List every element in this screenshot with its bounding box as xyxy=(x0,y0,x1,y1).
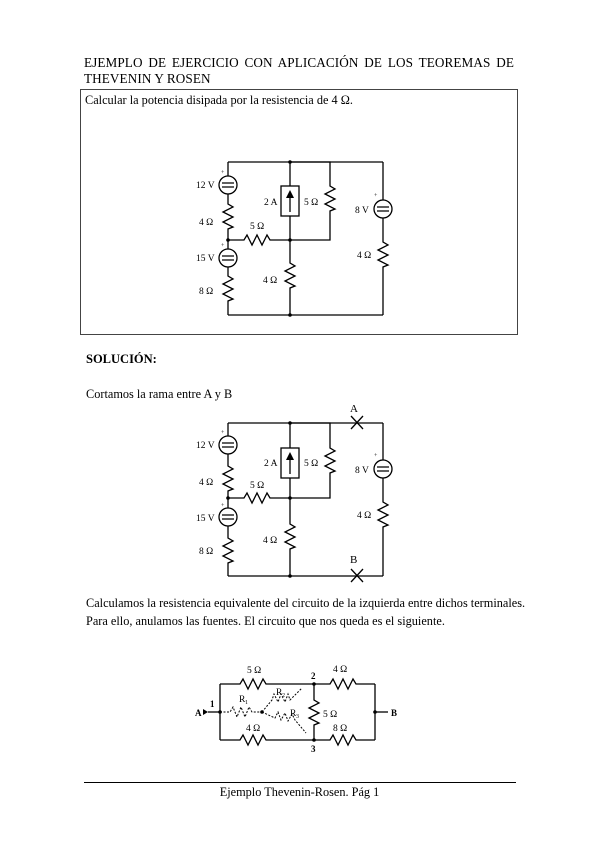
label-8v: 8 V xyxy=(355,206,369,216)
label-5ohm-right: 5 Ω xyxy=(304,198,318,208)
footer-divider xyxy=(84,782,516,783)
rosen-terminal-a: A xyxy=(195,708,202,718)
problem-box: Calcular la potencia disipada por la res… xyxy=(80,89,518,335)
label-8v-2: 8 V xyxy=(355,466,369,476)
rosen-node-3: 3 xyxy=(311,744,316,754)
solution-heading: SOLUCIÓN: xyxy=(86,352,157,366)
label-5ohm-right-2: 5 Ω xyxy=(304,459,318,469)
rosen-node-1: 1 xyxy=(210,699,215,709)
plus-8v: + xyxy=(374,193,378,199)
plus-12v: + xyxy=(221,170,225,176)
rosen-r2: R xyxy=(276,688,283,698)
page-footer: Ejemplo Thevenin-Rosen. Pág 1 xyxy=(219,785,380,799)
label-12v: 12 V xyxy=(196,181,215,191)
rosen-r3-sub: 3 xyxy=(296,714,299,720)
label-15v-2: 15 V xyxy=(196,514,215,524)
plus-8v-2: + xyxy=(374,453,378,459)
rosen-terminal-b: B xyxy=(391,708,397,718)
document-title: EJEMPLO DE EJERCICIO CON APLICACIÓN DE L… xyxy=(84,55,514,86)
label-8ohm-2: 8 Ω xyxy=(199,547,213,557)
label-2a-2: 2 A xyxy=(264,459,278,469)
label-5ohm-mid: 5 Ω xyxy=(250,222,264,232)
label-15v: 15 V xyxy=(196,254,215,264)
terminal-a: A xyxy=(350,403,358,415)
rosen-r1: R xyxy=(239,695,246,705)
label-4ohm-right: 4 Ω xyxy=(357,251,371,261)
rosen-r1-sub: 1 xyxy=(245,700,248,706)
rosen-4ohm-bottom: 4 Ω xyxy=(246,724,260,734)
rosen-8ohm-bottom: 8 Ω xyxy=(333,724,347,734)
rosen-4ohm-top: 4 Ω xyxy=(333,665,347,675)
rosen-node-2: 2 xyxy=(311,671,316,681)
label-5ohm-mid-2: 5 Ω xyxy=(250,481,264,491)
step2-text-line1: Calculamos la resistencia equivalente de… xyxy=(86,596,526,610)
label-8ohm: 8 Ω xyxy=(199,287,213,297)
rosen-5ohm-center: 5 Ω xyxy=(323,710,337,720)
label-4ohm-center-2: 4 Ω xyxy=(263,536,277,546)
step2-text-line2: Para ello, anulamos las fuentes. El circ… xyxy=(86,614,445,628)
rosen-5ohm-top: 5 Ω xyxy=(247,666,261,676)
label-4ohm-left-2: 4 Ω xyxy=(199,478,213,488)
label-12v-2: 12 V xyxy=(196,441,215,451)
terminal-b: B xyxy=(350,554,357,566)
label-2a: 2 A xyxy=(264,198,278,208)
plus-12v-2: + xyxy=(221,430,225,436)
rosen-r3: R xyxy=(290,709,297,719)
rosen-r2-sub: 2 xyxy=(282,693,285,699)
plus-15v: + xyxy=(221,243,225,249)
plus-15v-2: + xyxy=(221,503,225,509)
step1-text: Cortamos la rama entre A y B xyxy=(86,387,233,401)
label-4ohm-center: 4 Ω xyxy=(263,276,277,286)
problem-statement: Calcular la potencia disipada por la res… xyxy=(85,93,353,107)
label-4ohm-right-2: 4 Ω xyxy=(357,511,371,521)
label-4ohm-left: 4 Ω xyxy=(199,218,213,228)
